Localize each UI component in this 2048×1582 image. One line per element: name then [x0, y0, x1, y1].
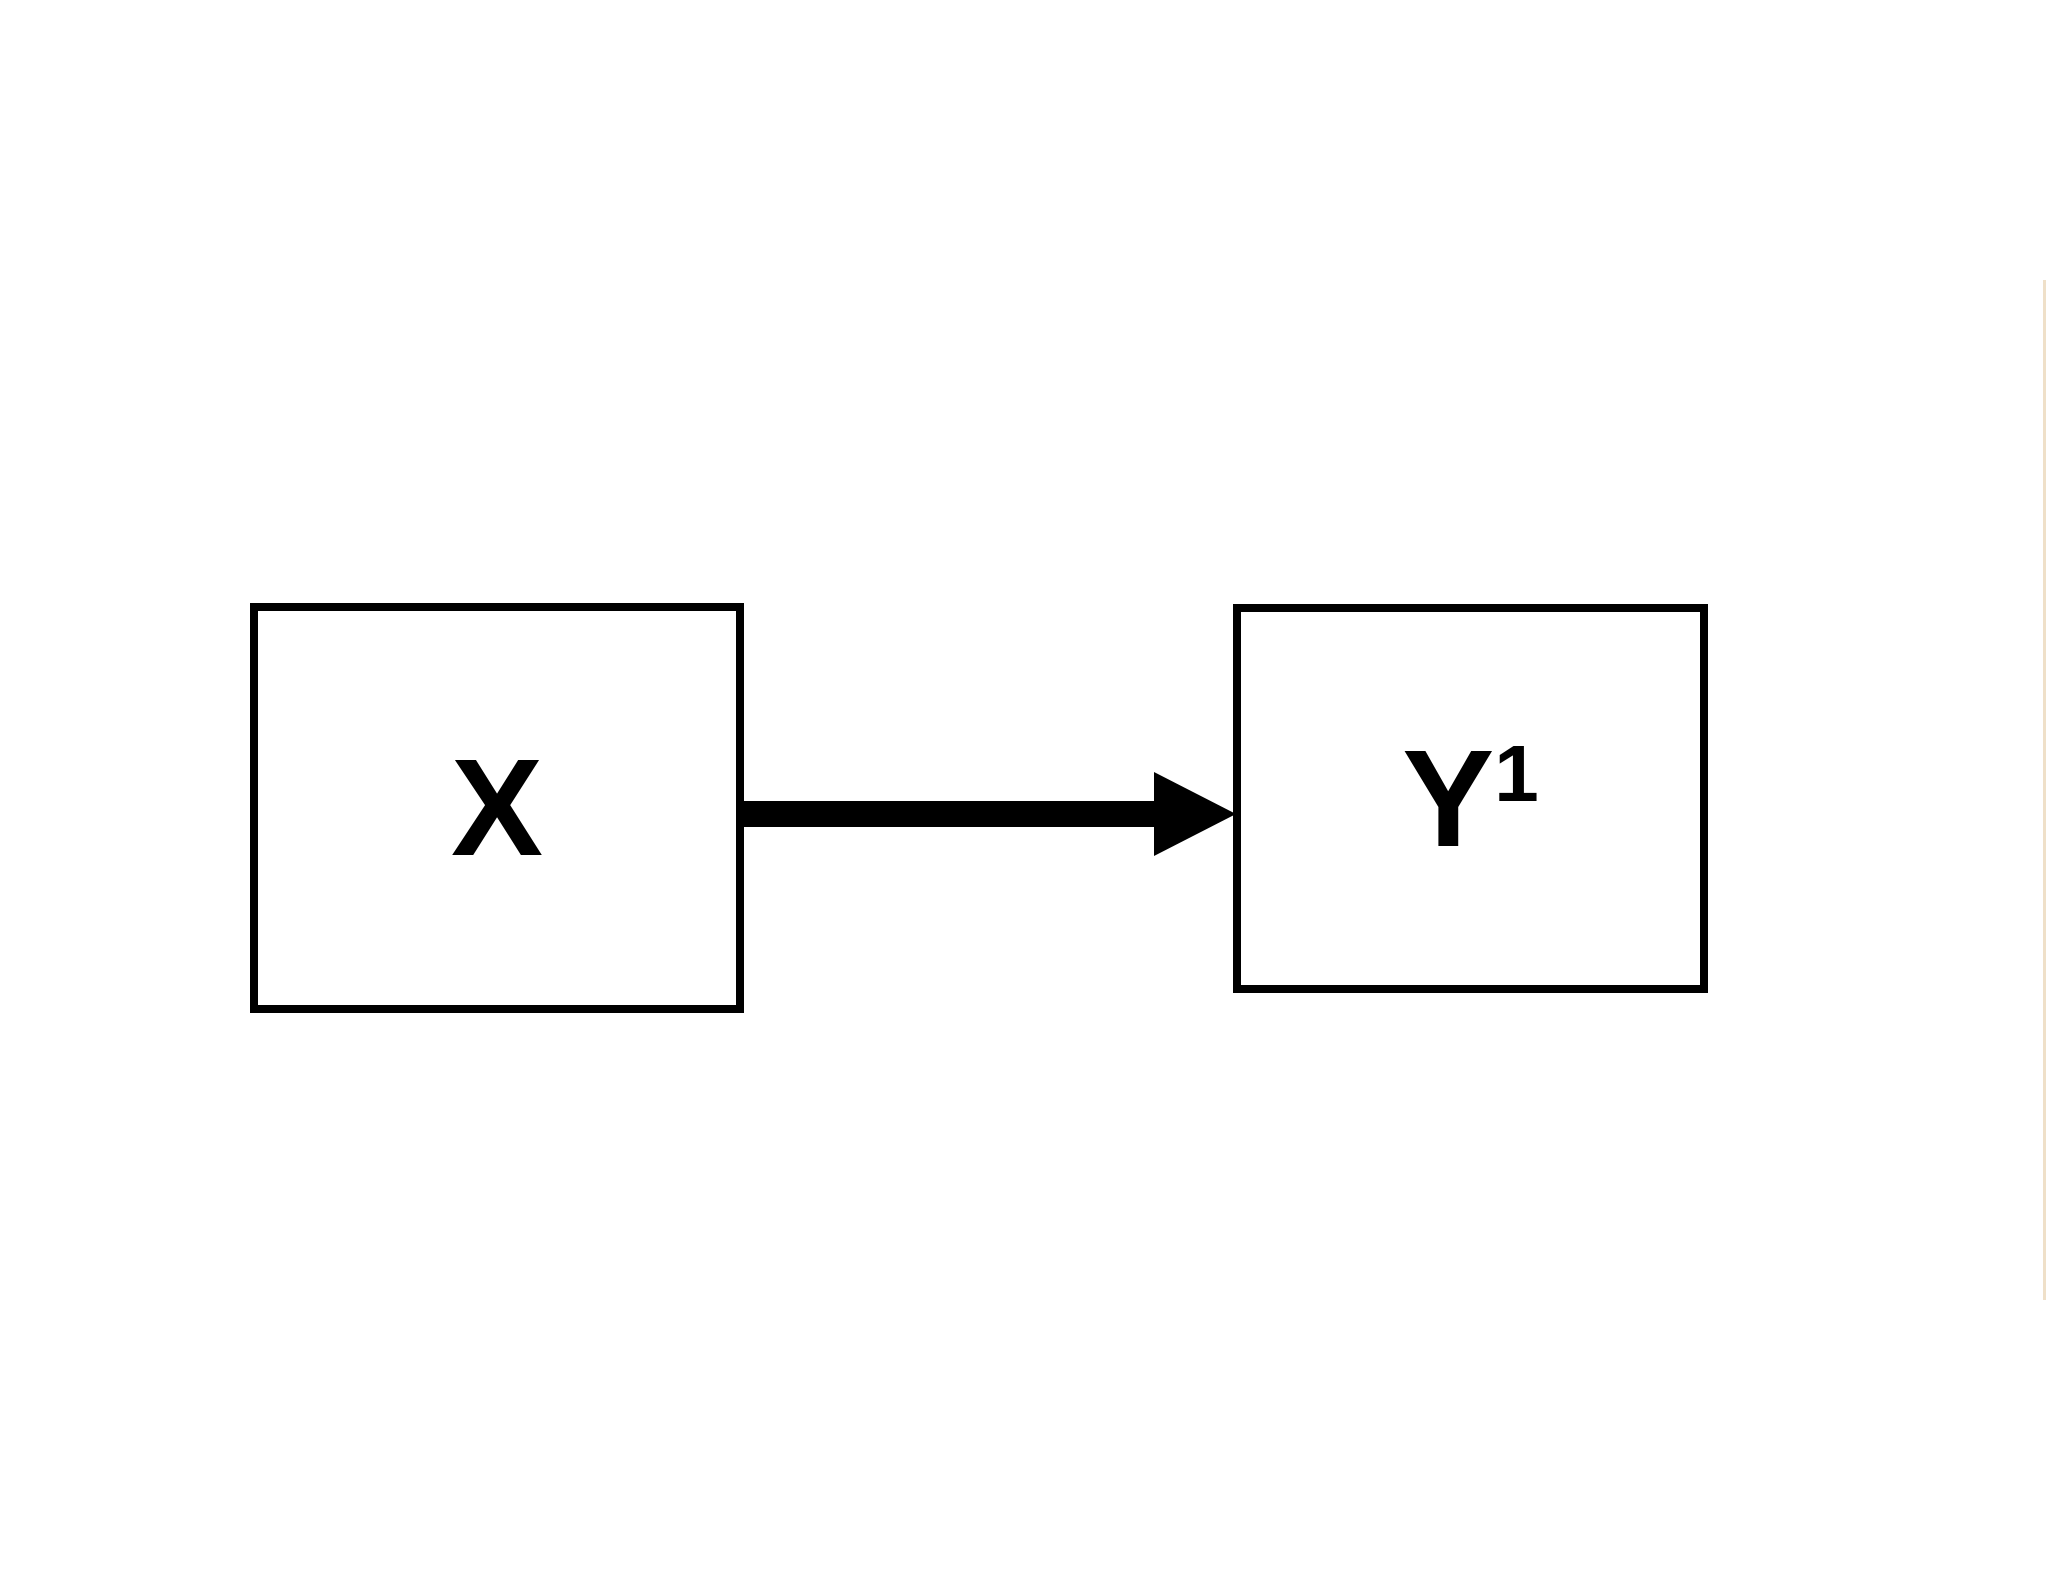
node-x-box: X	[250, 603, 744, 1013]
node-y1-box: Y1	[1233, 604, 1708, 993]
node-y1-label-base: Y	[1402, 721, 1495, 876]
node-x-label: X	[450, 731, 544, 885]
right-edge-artifact-line	[2043, 280, 2046, 1300]
arrow-x-to-y1	[744, 772, 1236, 856]
arrowhead-icon	[1154, 772, 1236, 856]
arrow-shaft	[744, 801, 1158, 827]
node-y1-label: Y1	[1402, 730, 1539, 868]
node-y1-superscript: 1	[1494, 729, 1539, 819]
